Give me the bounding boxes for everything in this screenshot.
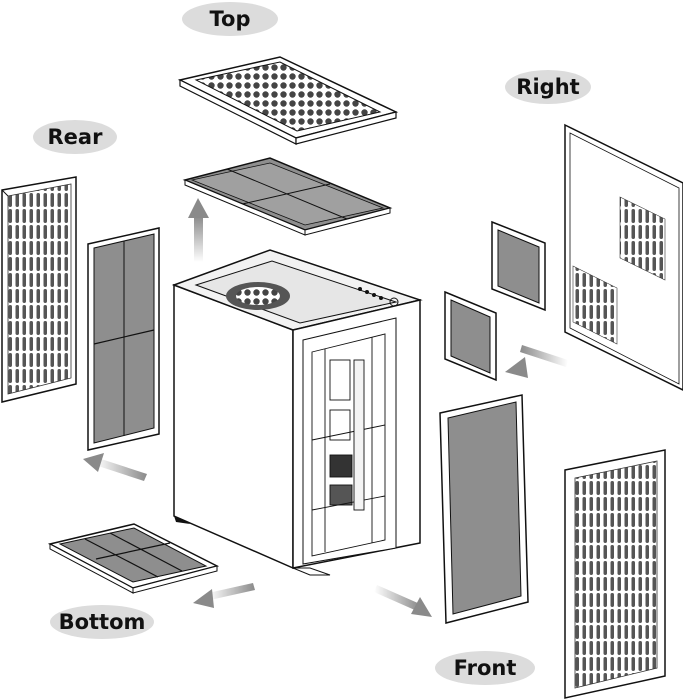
arrow-rear [83,453,147,481]
side-filter-lower [444,290,497,382]
label-rear-text: Rear [48,125,104,149]
label-bottom: Bottom [50,605,154,639]
label-rear: Rear [33,120,117,154]
arrow-front [374,585,432,617]
side-filter-upper [491,220,546,312]
case-chassis [171,249,423,576]
top-fan [226,282,290,310]
front-dust-filter [439,394,529,624]
top-mesh-cover [177,56,399,145]
drive-cage [311,333,386,557]
arrow-right [505,345,568,378]
rear-dust-filter [87,227,160,451]
rear-slotted-panel [1,176,77,403]
front-io-ports [358,287,399,307]
arrow-up-top [188,198,209,262]
bottom-dust-filter [47,523,220,594]
label-front-text: Front [454,656,517,680]
front-slotted-panel [564,449,666,699]
label-top-text: Top [210,7,251,31]
top-dust-filter [182,157,393,236]
label-right-text: Right [516,75,579,99]
right-side-panel [564,123,683,391]
label-top: Top [182,2,278,36]
label-bottom-text: Bottom [59,610,146,634]
label-front: Front [435,651,535,685]
label-right: Right [505,70,591,104]
arrow-bottom [193,583,255,608]
